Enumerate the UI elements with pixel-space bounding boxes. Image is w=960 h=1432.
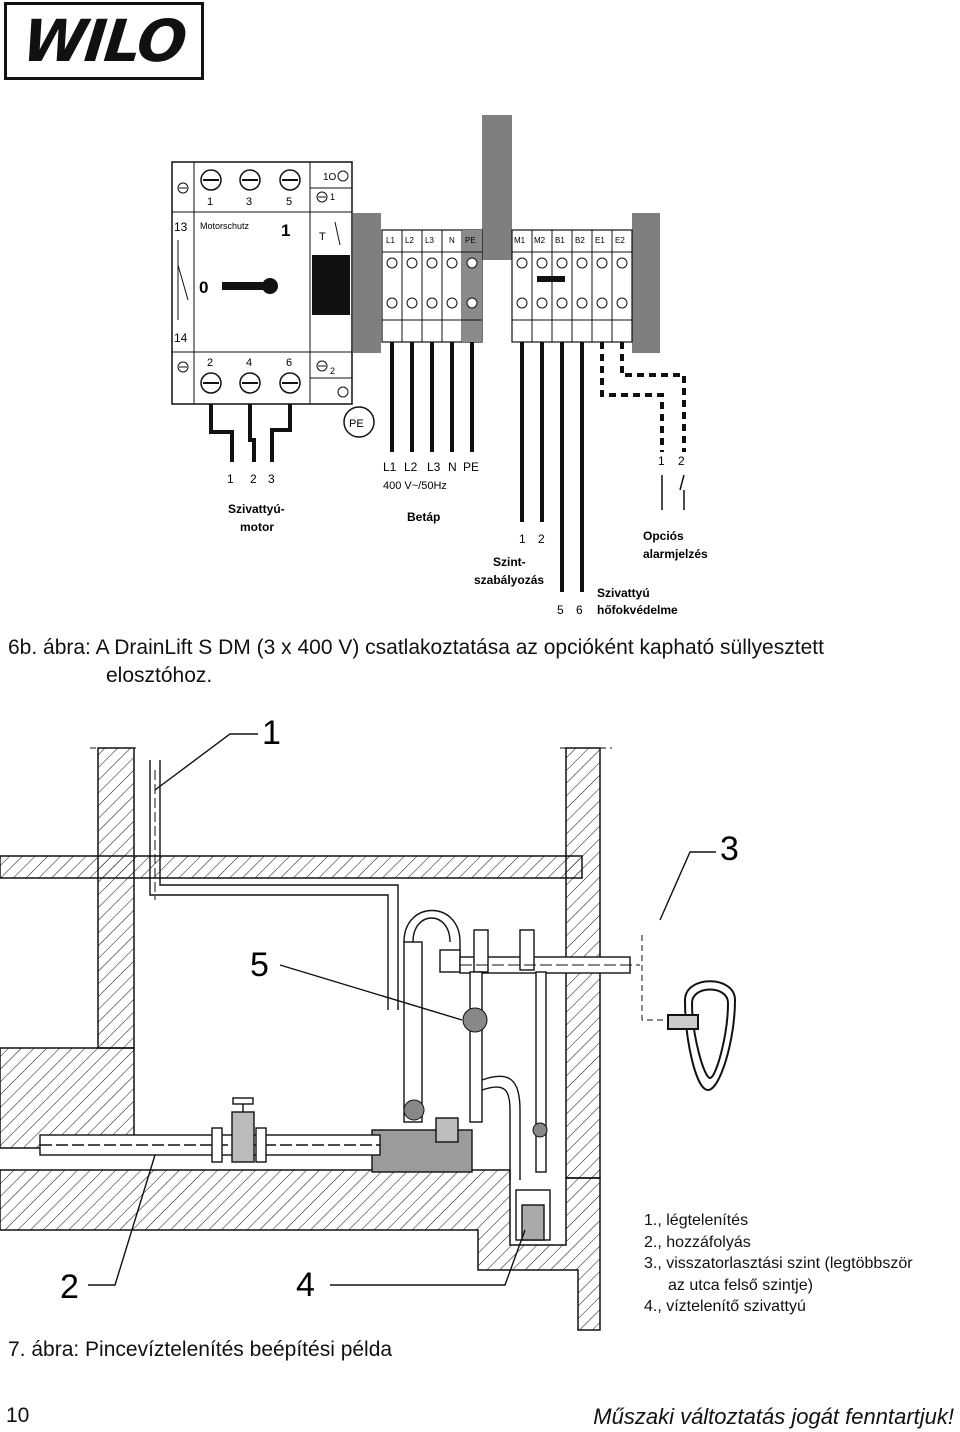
vent-pipe	[149, 760, 399, 1010]
motor-protection-switch: Motorschutz 1 0 13 14 T 1O 1 2 1 3 5 2 4…	[171, 161, 353, 405]
terminal-top-5: 5	[286, 196, 292, 208]
legend-item-2: 2., hozzáfolyás	[644, 1233, 751, 1251]
small-valve	[532, 1122, 548, 1138]
figure-6b-caption: 6b. ábra: A DrainLift S DM (3 x 400 V) c…	[8, 634, 958, 690]
callout-4: 4	[296, 1266, 315, 1304]
page-number: 10	[6, 1404, 30, 1427]
figure-6b-caption-line1: 6b. ábra: A DrainLift S DM (3 x 400 V) c…	[8, 636, 824, 659]
terminal-block-supply: L1 L2 L3 N PE	[381, 229, 483, 343]
wiring-labels: 1 2 3 Szivattyú- motor L1 L2 L3 N PE 400…	[227, 454, 708, 617]
svg-text:alarmjelzés: alarmjelzés	[643, 547, 708, 561]
svg-text:E1: E1	[595, 236, 605, 245]
svg-text:L1: L1	[383, 460, 397, 474]
svg-text:N: N	[449, 236, 455, 245]
callout-5: 5	[250, 946, 269, 984]
callout-3: 3	[720, 830, 739, 868]
figure-7-legend: 1., légtelenítés 2., hozzáfolyás 3., vis…	[644, 1210, 913, 1318]
motor-wires	[209, 404, 292, 462]
svg-text:6: 6	[576, 603, 583, 617]
alarm-wires	[600, 342, 686, 452]
svg-text:Szivattyú: Szivattyú	[597, 586, 650, 600]
callout-leaders	[88, 733, 716, 1286]
svg-text:1: 1	[227, 472, 234, 486]
pe-ground-terminal: PE	[343, 406, 375, 438]
svg-text:hőfokvédelme: hőfokvédelme	[597, 603, 678, 617]
callout-1: 1	[262, 714, 281, 752]
wilo-logo: WILO	[4, 2, 204, 80]
check-valve	[403, 1099, 425, 1121]
aux-top2-label: 1	[330, 192, 335, 202]
svg-text:M2: M2	[534, 236, 546, 245]
svg-text:Szint-: Szint-	[493, 555, 526, 569]
aux-top1-label: 1O	[323, 172, 337, 183]
motorschutz-label: Motorschutz	[200, 221, 250, 231]
svg-text:400 V~/50Hz: 400 V~/50Hz	[383, 480, 447, 492]
legend-item-4: 4., víztelenítő szivattyú	[644, 1298, 806, 1315]
footer-note: Műszaki változtatás jogát fenntartjuk!	[593, 1404, 954, 1429]
din-rail-left	[353, 213, 381, 353]
svg-text:L3: L3	[425, 236, 434, 245]
lifting-station	[371, 1117, 473, 1173]
toilet-fixture	[667, 980, 737, 1092]
svg-text:3: 3	[268, 472, 275, 486]
svg-text:2: 2	[678, 454, 685, 468]
building-walls	[0, 747, 601, 1331]
svg-text:M1: M1	[514, 236, 526, 245]
svg-text:PE: PE	[349, 418, 364, 430]
inflow-pipe	[39, 1097, 381, 1163]
legend-item-3: 3., visszatorlasztási szint (legtöbbször	[644, 1255, 913, 1272]
aux-13-label: 13	[174, 220, 188, 234]
svg-text:L3: L3	[427, 460, 441, 474]
svg-text:5: 5	[557, 603, 564, 617]
aux-bottom-label: 2	[330, 366, 335, 376]
discharge-riser	[403, 909, 631, 1180]
callout-numbers: 1 2 3 4 5	[60, 714, 739, 1306]
terminal-bottom-2: 2	[207, 357, 213, 369]
level-indicator	[641, 935, 668, 1021]
wiring-diagram: Motorschutz 1 0 13 14 T 1O 1 2 1 3 5 2 4…	[171, 115, 708, 617]
aux-14-label: 14	[174, 331, 188, 345]
svg-text:L2: L2	[404, 460, 418, 474]
logo-text: WILO	[19, 7, 189, 75]
installation-diagram: 1 2 3 4 5	[0, 714, 739, 1331]
switch-on-label: 1	[281, 221, 290, 240]
svg-text:L2: L2	[405, 236, 414, 245]
valve-5	[462, 1007, 488, 1033]
svg-text:1: 1	[519, 532, 526, 546]
svg-text:2: 2	[250, 472, 257, 486]
terminal-top-1: 1	[207, 196, 213, 208]
svg-text:PE: PE	[465, 236, 476, 245]
terminal-top-3: 3	[246, 196, 252, 208]
terminal-block-control: M1 M2 B1 B2 E1 E2	[511, 229, 633, 343]
din-rail-top	[482, 115, 512, 260]
svg-text:Betáp: Betáp	[407, 510, 440, 524]
supply-wires	[390, 342, 474, 452]
svg-text:L1: L1	[386, 236, 395, 245]
svg-text:N: N	[448, 460, 457, 474]
din-rail-right	[632, 213, 660, 353]
terminal-bottom-6: 6	[286, 357, 292, 369]
switch-off-label: 0	[199, 278, 208, 297]
svg-text:Opciós: Opciós	[643, 529, 684, 543]
svg-text:B2: B2	[575, 236, 585, 245]
figure-6b-caption-line2: elosztóhoz.	[106, 664, 213, 687]
callout-2: 2	[60, 1268, 79, 1306]
svg-text:motor: motor	[240, 520, 274, 534]
t-label: T	[319, 231, 326, 243]
svg-text:Szivattyú-: Szivattyú-	[228, 502, 285, 516]
svg-text:B1: B1	[555, 236, 565, 245]
legend-item-1: 1., légtelenítés	[644, 1212, 749, 1229]
control-wires	[520, 342, 584, 592]
drainage-pump	[515, 1189, 551, 1241]
svg-text:szabályozás: szabályozás	[474, 573, 544, 587]
svg-text:2: 2	[538, 532, 545, 546]
svg-text:PE: PE	[463, 460, 479, 474]
svg-text:E2: E2	[615, 236, 625, 245]
figure-7-caption: 7. ábra: Pincevíztelenítés beépítési pél…	[8, 1338, 393, 1361]
legend-item-3-cont: az utca felső szintje)	[668, 1276, 813, 1294]
terminal-bottom-4: 4	[246, 357, 252, 369]
svg-text:1: 1	[658, 454, 665, 468]
